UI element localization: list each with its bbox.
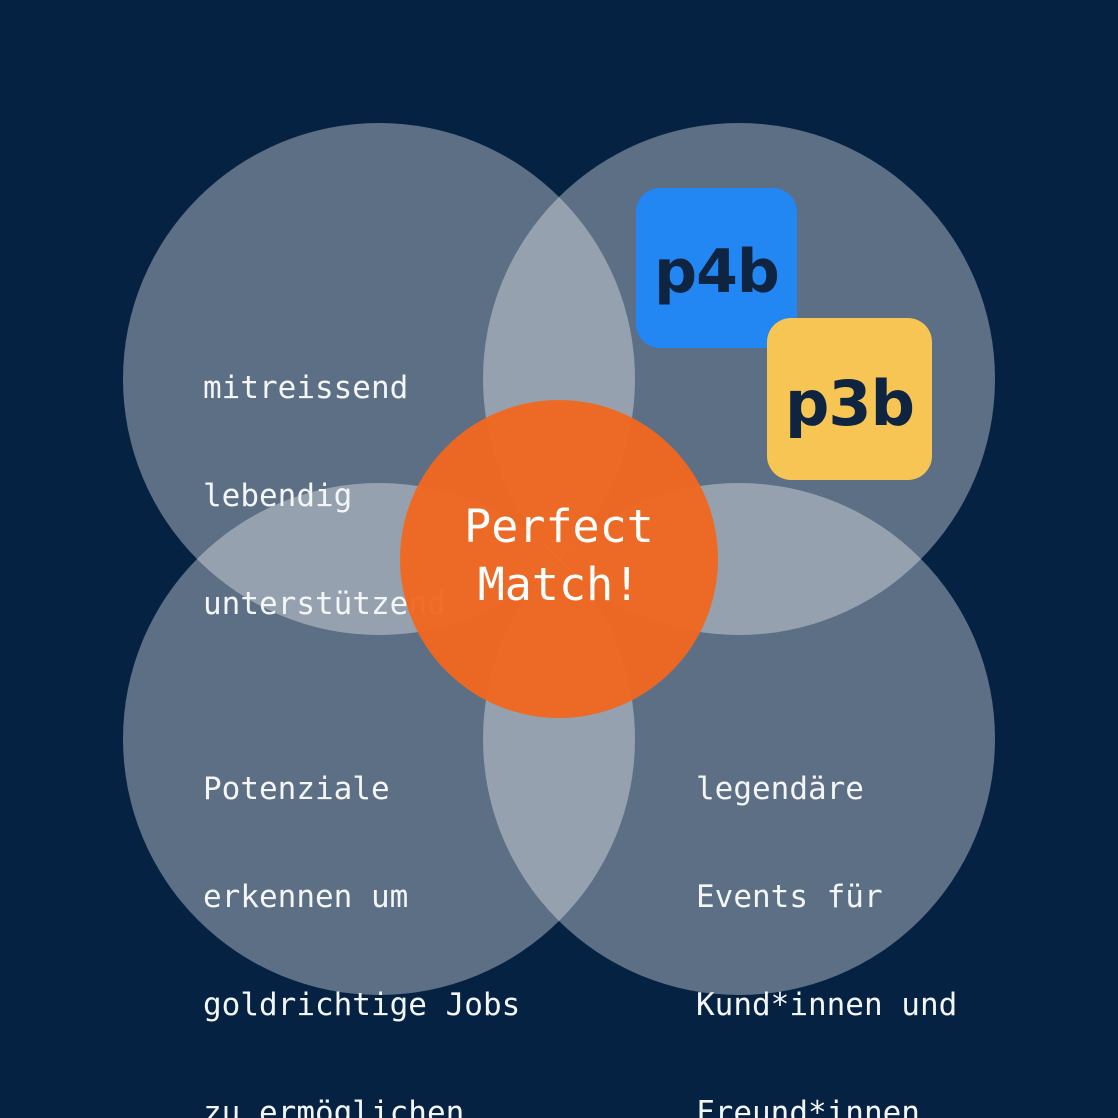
p4b-badge: p4b [636,188,797,348]
label-bottom-left-line-2: erkennen um [203,879,409,915]
center-title-line-2: Match! [477,558,641,611]
label-bottom-right-line-1: legendäre [696,771,864,807]
label-bottom-left-line-1: Potenziale [203,771,390,807]
label-top-left-line-1: mitreissend [203,370,409,406]
label-bottom-left-line-4: zu ermöglichen. [203,1095,483,1118]
p4b-badge-label: p4b [654,237,780,307]
center-title-line-1: Perfect [464,500,654,553]
p3b-badge: p3b [767,318,932,480]
label-bottom-right: legendäre Events für Kund*innen und Freu… [696,699,957,1118]
label-top-left: mitreissend lebendig unterstützend [203,298,446,694]
label-bottom-right-line-4: Freund*innen [696,1095,920,1118]
label-bottom-left-line-3: goldrichtige Jobs [203,987,521,1023]
label-top-left-line-2: lebendig [203,478,353,514]
label-bottom-left: Potenziale erkennen um goldrichtige Jobs… [203,699,520,1118]
p3b-badge-label: p3b [785,366,915,440]
center-circle: Perfect Match! [400,400,718,718]
label-bottom-right-line-3: Kund*innen und [696,987,958,1023]
label-bottom-right-line-2: Events für [696,879,883,915]
